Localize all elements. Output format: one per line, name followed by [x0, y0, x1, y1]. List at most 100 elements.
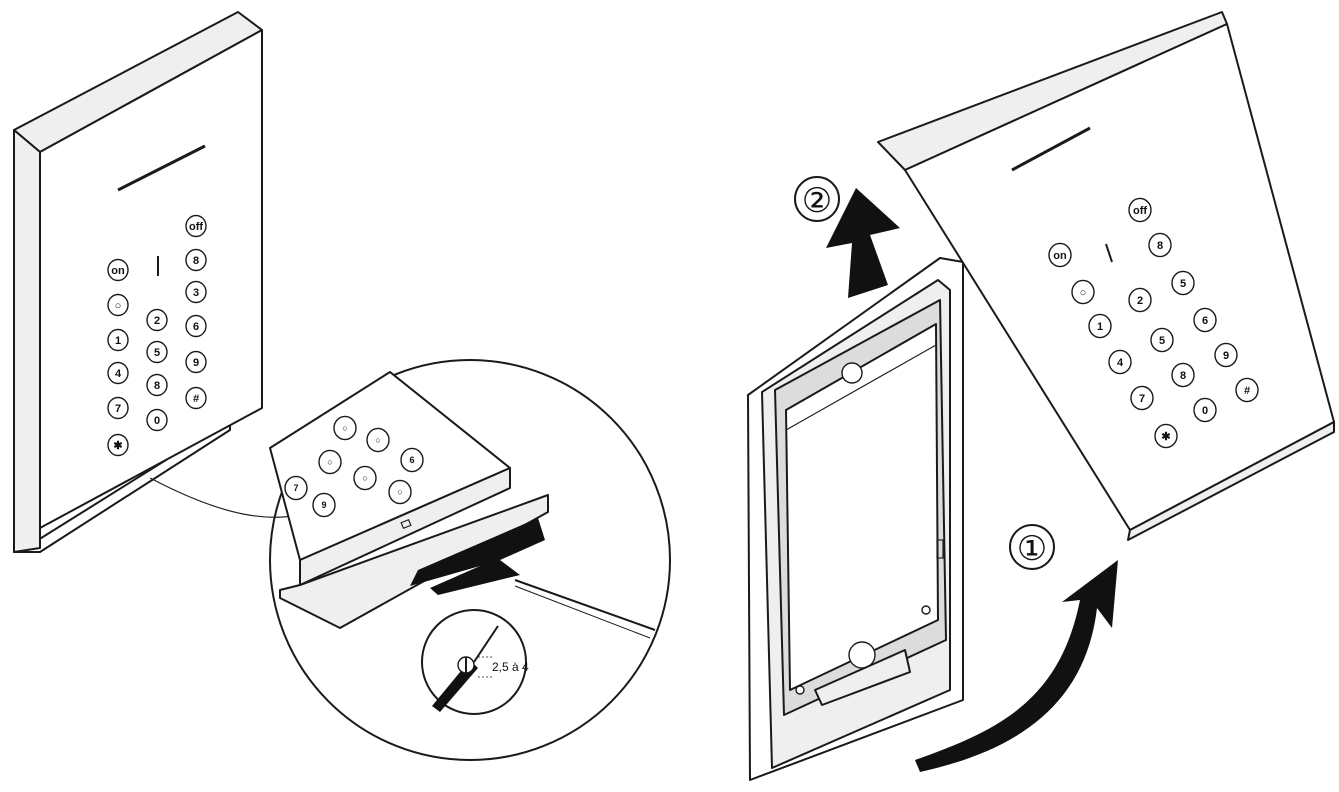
- right-key-label-2: 8: [1157, 240, 1163, 252]
- left-key-label-10: 8: [154, 380, 160, 392]
- right-key-label-9: 4: [1117, 357, 1124, 369]
- left-key-label-3: ○: [115, 300, 122, 312]
- zoom-key-7: [312, 492, 336, 518]
- lift-arrow-icon: [826, 188, 900, 298]
- right-key-label-3: ○: [1080, 287, 1087, 299]
- left-key-label-0: off: [189, 221, 203, 233]
- left-key-label-4: 2: [154, 315, 160, 327]
- zoom-key-1: [366, 427, 390, 453]
- left-key-label-7: 5: [154, 347, 160, 359]
- zoom-key-label-2: 6: [409, 455, 414, 465]
- left-key-label-14: #: [193, 393, 199, 405]
- left-key-11: [185, 350, 207, 374]
- battery-clip-line: [785, 344, 937, 431]
- left-key-1: [107, 258, 129, 282]
- zoom-release-slot: [400, 518, 412, 530]
- cover-front-face: [904, 23, 1335, 531]
- right-key-14: [1235, 377, 1259, 403]
- right-key-0: [1128, 197, 1152, 223]
- right-key-5: [1171, 270, 1195, 296]
- right-key-11: [1214, 342, 1238, 368]
- left-key-4: [146, 308, 168, 332]
- step-2-lift: ②: [794, 176, 900, 298]
- right-key-15: [1154, 423, 1178, 449]
- zoom-key-0: [333, 415, 357, 441]
- left-key-14: [185, 386, 207, 410]
- left-key-0: [185, 214, 207, 238]
- right-key-label-8: 6: [1202, 315, 1208, 327]
- zoom-keypad-keys: ○ ○ 6 ○ ○ ○ 7 9: [284, 415, 424, 518]
- step-2-badge: [794, 176, 840, 222]
- left-key-label-1: on: [111, 265, 125, 277]
- right-key-9: [1108, 349, 1132, 375]
- right-key-label-5: 5: [1180, 278, 1186, 290]
- left-key-13: [146, 408, 168, 432]
- fixing-hole-right: [921, 605, 931, 615]
- zoom-key-label-5: ○: [397, 487, 402, 497]
- step-2-label: ②: [802, 182, 832, 220]
- right-wall-plate: [747, 257, 964, 781]
- right-key-label-4: 2: [1137, 295, 1143, 307]
- push-arrow-icon: [410, 518, 545, 595]
- zoom-keypad-front-edge: [299, 467, 511, 586]
- step-1-label: ①: [1017, 530, 1047, 568]
- zoom-key-3: [318, 449, 342, 475]
- tamper-switch: [814, 649, 911, 706]
- battery-compartment: [785, 323, 939, 691]
- zoom-key-label-1: ○: [375, 435, 380, 445]
- right-key-label-11: 9: [1223, 350, 1229, 362]
- left-key-9: [107, 361, 129, 385]
- right-key-12: [1130, 385, 1154, 411]
- right-key-7: [1150, 327, 1174, 353]
- left-key-2: [185, 248, 207, 272]
- right-key-13: [1193, 397, 1217, 423]
- left-key-label-5: 3: [193, 287, 199, 299]
- left-key-10: [146, 373, 168, 397]
- left-key-label-13: 0: [154, 415, 160, 427]
- left-key-label-9: 4: [115, 368, 122, 380]
- right-key-label-14: #: [1244, 385, 1250, 397]
- zoom-key-5: [388, 479, 412, 505]
- mounting-screw-bottom: [848, 641, 876, 669]
- zoom-key-2: [400, 447, 424, 473]
- right-key-label-10: 8: [1180, 370, 1186, 382]
- rotate-arrow-icon: [915, 560, 1118, 772]
- right-key-8: [1193, 307, 1217, 333]
- left-key-5: [185, 280, 207, 304]
- zoom-key-label-6: 7: [293, 483, 298, 493]
- zoom-key-label-7: 9: [321, 500, 326, 510]
- left-key-15: [107, 433, 129, 457]
- left-key-7: [146, 340, 168, 364]
- zoom-key-label-4: ○: [362, 473, 367, 483]
- left-key-8: [185, 314, 207, 338]
- keypad-display-slot: [117, 144, 206, 192]
- screwdriver-blade-icon: [473, 625, 499, 663]
- right-key-1: [1048, 242, 1072, 268]
- cover-display-slot: [1011, 126, 1091, 172]
- zoom-key-label-3: ○: [327, 457, 332, 467]
- fixing-hole-left: [795, 685, 805, 695]
- zoom-key-6: [284, 475, 308, 501]
- zoom-key-label-0: ○: [342, 423, 347, 433]
- cover-status-led: [1105, 243, 1113, 263]
- step-1-badge: [1009, 524, 1055, 570]
- right-key-label-0: off: [1133, 205, 1147, 217]
- screwdriver-shaft: [514, 579, 656, 631]
- left-key-3: [107, 293, 129, 317]
- right-key-label-15: ✱: [1161, 431, 1170, 443]
- right-key-label-13: 0: [1202, 405, 1208, 417]
- step-1-rotate: ①: [915, 524, 1118, 772]
- cover-bottom-edge: [1127, 421, 1335, 541]
- right-key-label-6: 1: [1097, 321, 1103, 333]
- left-key-label-2: 8: [193, 255, 199, 267]
- right-key-label-7: 5: [1159, 335, 1165, 347]
- left-key-label-6: 1: [115, 335, 121, 347]
- right-key-3: [1071, 279, 1095, 305]
- left-key-label-15: ✱: [113, 440, 122, 452]
